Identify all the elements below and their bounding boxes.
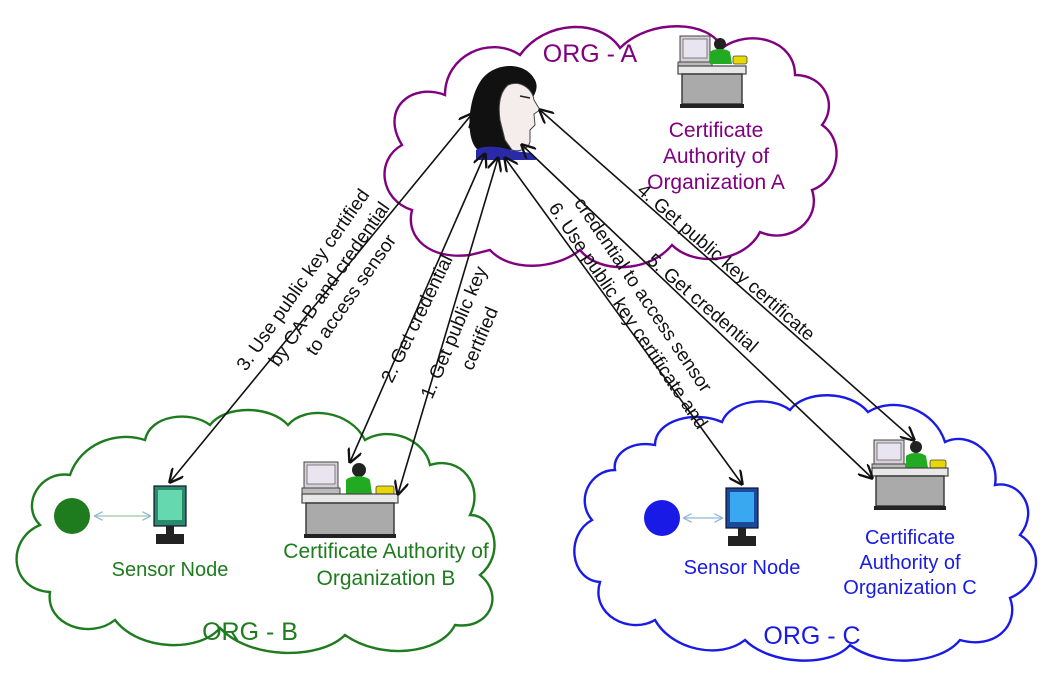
org-b-ca-label-line1: Certificate Authority of [283, 540, 489, 563]
certificate-authority-workstation-icon [301, 461, 399, 538]
org-c-ca-label-line1: Certificate [865, 527, 955, 549]
org-c-cloud [573, 394, 1038, 662]
user-head-icon [469, 65, 541, 160]
org-a-ca-label-line2: Authority of [663, 145, 769, 168]
org-a-ca-label-line1: Certificate [669, 119, 764, 142]
certificate-authority-workstation-icon [677, 35, 748, 108]
arrow-step-1 [398, 158, 498, 494]
org-c-title: ORG - C [763, 622, 860, 650]
sensor-dot-icon [644, 500, 680, 536]
sensor-dot-icon [54, 498, 90, 534]
org-c-ca-label-line2: Authority of [859, 552, 961, 574]
sensor-computer-icon [153, 485, 187, 544]
sensor-computer-icon [725, 487, 759, 546]
org-b-sensor-label: Sensor Node [112, 559, 229, 581]
org-c-ca-label-line3: Organization C [843, 577, 976, 599]
arrow-step-4 [540, 110, 914, 440]
org-c-sensor-label: Sensor Node [684, 557, 801, 579]
org-a-title: ORG - A [543, 40, 638, 68]
org-b-title: ORG - B [202, 618, 298, 646]
org-a-ca-label-line3: Organization A [647, 171, 785, 194]
certificate-authority-workstation-icon [871, 439, 949, 510]
org-b-cloud [15, 408, 496, 655]
org-b-ca-label-line2: Organization B [317, 567, 456, 590]
